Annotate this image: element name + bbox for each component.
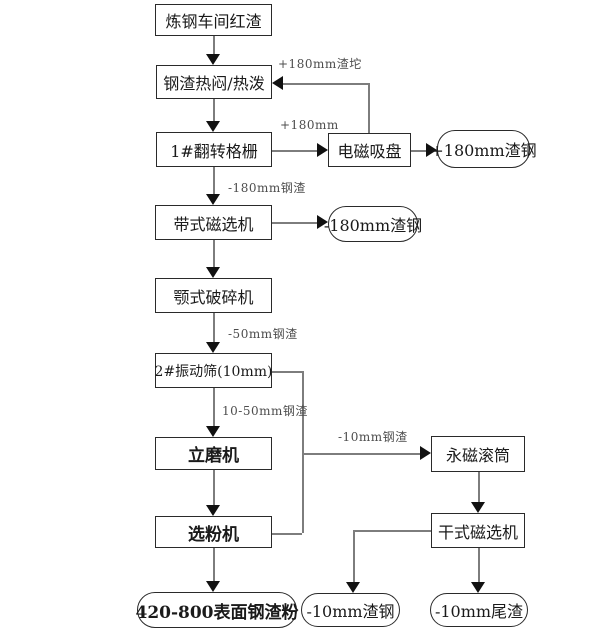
connector-line bbox=[213, 35, 215, 54]
connector-line bbox=[213, 470, 215, 505]
arrowhead-right-icon bbox=[317, 143, 328, 157]
node-label: 2#振动筛(10mm) bbox=[154, 363, 273, 380]
connector-line bbox=[213, 388, 215, 426]
node-label: 干式磁选机 bbox=[437, 522, 518, 542]
edge-label-minus10-slag: -10mm钢渣 bbox=[338, 430, 408, 444]
node-powder-classifier: 选粉机 bbox=[155, 516, 272, 548]
node-vertical-mill: 立磨机 bbox=[155, 437, 272, 470]
node-label: 钢渣热闷/热泼 bbox=[163, 74, 265, 93]
terminal-slag-steel-minus10: -10mm渣钢 bbox=[301, 593, 400, 627]
connector-line bbox=[353, 530, 355, 582]
arrowhead-down-icon bbox=[206, 342, 220, 353]
connector-line bbox=[302, 453, 420, 455]
arrowhead-down-icon bbox=[471, 582, 485, 593]
connector-line bbox=[213, 548, 215, 581]
terminal-surface-slag-powder: 420-800表面钢渣粉 bbox=[135, 592, 299, 628]
node-jaw-crusher: 颚式破碎机 bbox=[155, 278, 272, 313]
arrowhead-down-icon bbox=[206, 54, 220, 65]
node-label: 选粉机 bbox=[188, 524, 239, 545]
node-hot-braising: 钢渣热闷/热泼 bbox=[156, 65, 272, 99]
connector-line bbox=[478, 548, 480, 582]
arrowhead-down-icon bbox=[206, 426, 220, 437]
node-flip-grate-1: 1#翻转格栅 bbox=[156, 132, 272, 167]
connector-line bbox=[213, 240, 215, 267]
node-label: 永磁滚筒 bbox=[445, 446, 510, 465]
node-dry-magnetic-separator: 干式磁选机 bbox=[431, 513, 525, 548]
node-electromagnetic-chuck: 电磁吸盘 bbox=[328, 133, 411, 167]
connector-line bbox=[411, 150, 426, 152]
node-label: 炼钢车间红渣 bbox=[165, 12, 262, 31]
node-permanent-magnet-drum: 永磁滚筒 bbox=[431, 436, 525, 472]
terminal-slag-steel-minus180: -180mm渣钢 bbox=[324, 206, 422, 242]
node-label: 颚式破碎机 bbox=[173, 287, 254, 307]
edge-label-10-50-slag: 10-50mm钢渣 bbox=[222, 404, 308, 418]
terminal-slag-steel-plus180: +180mm渣钢 bbox=[430, 130, 537, 168]
connector-line bbox=[272, 222, 317, 224]
connector-line bbox=[272, 533, 302, 535]
connector-line bbox=[272, 150, 317, 152]
node-label: 420-800表面钢渣粉 bbox=[135, 602, 299, 623]
arrowhead-down-icon bbox=[471, 502, 485, 513]
node-steelmaking-red-slag: 炼钢车间红渣 bbox=[155, 4, 272, 36]
connector-line bbox=[213, 167, 215, 194]
arrowhead-down-icon bbox=[206, 194, 220, 205]
node-label: -10mm渣钢 bbox=[306, 602, 395, 621]
connector-line bbox=[213, 99, 215, 121]
connector-line bbox=[213, 313, 215, 342]
connector-line bbox=[272, 371, 302, 373]
arrowhead-down-icon bbox=[206, 505, 220, 516]
connector-line bbox=[353, 530, 431, 532]
node-label: -10mm尾渣 bbox=[434, 602, 524, 621]
connector-line bbox=[478, 472, 480, 502]
connector-line bbox=[302, 371, 304, 533]
node-label: +180mm渣钢 bbox=[430, 141, 537, 160]
arrowhead-right-icon bbox=[317, 215, 328, 229]
arrowhead-right-icon bbox=[420, 446, 431, 460]
arrowhead-down-icon bbox=[206, 121, 220, 132]
arrowhead-down-icon bbox=[206, 581, 220, 592]
node-label: 电磁吸盘 bbox=[337, 142, 402, 161]
node-label: 立磨机 bbox=[188, 446, 239, 466]
node-belt-magnetic-separator: 带式磁选机 bbox=[155, 205, 272, 240]
edge-label-minus50-slag: -50mm钢渣 bbox=[228, 327, 298, 341]
arrowhead-left-icon bbox=[272, 76, 283, 90]
terminal-tailings-minus10: -10mm尾渣 bbox=[430, 593, 528, 627]
arrowhead-down-icon bbox=[206, 267, 220, 278]
arrowhead-right-icon bbox=[426, 143, 437, 157]
arrowhead-down-icon bbox=[346, 582, 360, 593]
edge-label-plus180: +180mm bbox=[280, 118, 339, 132]
node-label: -180mm渣钢 bbox=[323, 216, 423, 235]
connector-line bbox=[368, 83, 370, 133]
edge-label-plus180-lump: +180mm渣坨 bbox=[278, 57, 362, 71]
edge-label-minus180-slag: -180mm钢渣 bbox=[228, 181, 306, 195]
node-label: 带式磁选机 bbox=[173, 214, 254, 234]
node-vibrating-screen-2: 2#振动筛(10mm) bbox=[155, 353, 272, 388]
connector-line bbox=[283, 83, 369, 85]
node-label: 1#翻转格栅 bbox=[170, 141, 258, 161]
